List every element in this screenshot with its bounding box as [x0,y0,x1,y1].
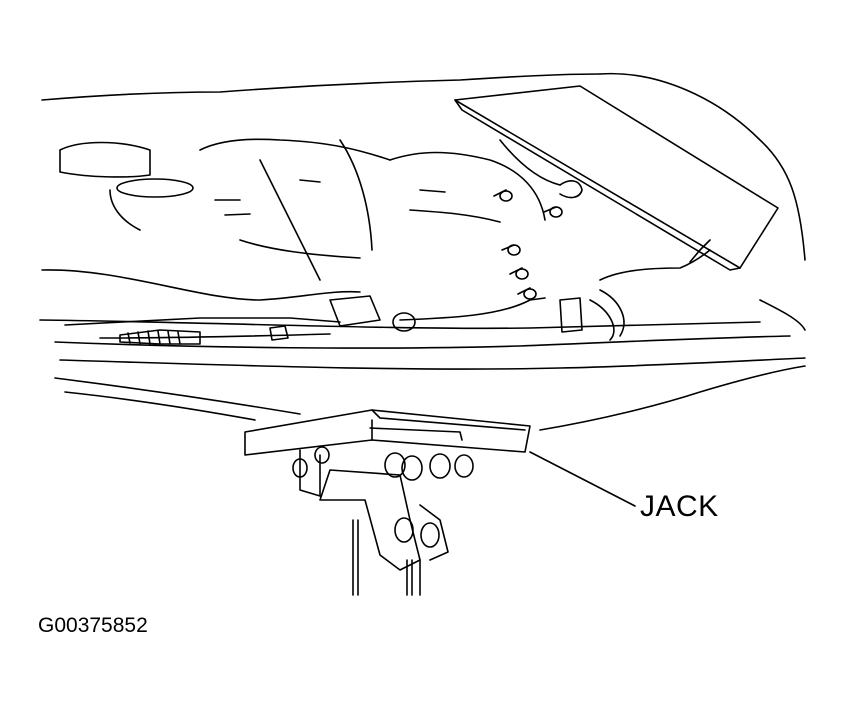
underbody-lines [65,296,582,344]
jack-leader-line [530,452,635,506]
housing-bolts [494,140,582,299]
jack-illustration [245,410,530,595]
transmission-housing [60,139,545,280]
figure-id: G00375852 [38,614,148,637]
fuel-tank-panel [455,86,778,340]
jack-callout-label: JACK [640,490,719,523]
vehicle-body-outline [40,74,805,430]
